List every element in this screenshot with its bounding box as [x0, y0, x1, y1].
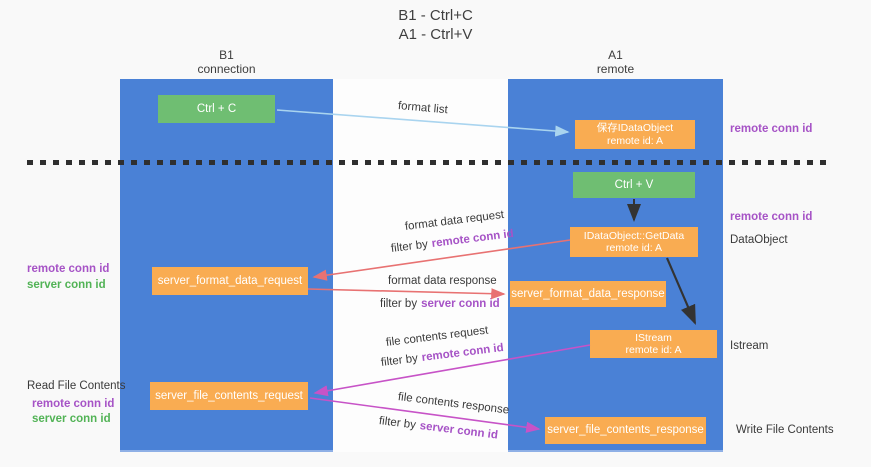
server-file-contents-response-box: server_file_contents_response: [545, 417, 706, 444]
lane-header-a1: A1 remote: [508, 48, 723, 76]
istream-side-label: Istream: [730, 340, 769, 352]
getdata-line2: remote id: A: [605, 242, 663, 254]
lane-a1-role: remote: [596, 62, 635, 76]
format-data-response-label: format data response: [388, 275, 497, 287]
server-format-data-request-box: server_format_data_request: [152, 267, 308, 295]
server-file-contents-response-label: server_file_contents_response: [547, 424, 704, 436]
lane-b1-role: connection: [197, 62, 256, 76]
idataobject-getdata-box: IDataObject::GetData remote id: A: [570, 227, 698, 257]
read-file-contents-label: Read File Contents: [27, 380, 126, 392]
filter-by-text-2: filter by: [380, 298, 418, 310]
right-remote-conn-id-top: remote conn id: [730, 123, 813, 135]
title-line-1: B1 - Ctrl+C: [398, 7, 473, 24]
save-idataobject-line2: remote id: A: [606, 134, 664, 147]
save-idataobject-box: 保存IDataObject remote id: A: [575, 120, 695, 149]
diagram-title: B1 - Ctrl+C A1 - Ctrl+V: [0, 6, 871, 44]
left-server-conn-id: server conn id: [27, 279, 106, 291]
istream-line1: IStream: [635, 331, 672, 344]
lane-b1-name: B1: [219, 48, 234, 62]
title-line-2: A1 - Ctrl+V: [398, 26, 473, 43]
ctrl-v-box: Ctrl + V: [573, 172, 695, 198]
server-file-contents-request-box: server_file_contents_request: [150, 382, 308, 410]
server-file-contents-request-label: server_file_contents_request: [155, 389, 303, 402]
ctrl-c-box: Ctrl + C: [158, 95, 275, 123]
read-remote-conn-id: remote conn id: [32, 398, 115, 410]
ctrl-c-label: Ctrl + C: [196, 102, 237, 115]
dataobject-label: DataObject: [730, 234, 788, 246]
istream-line2: remote id: A: [625, 344, 682, 356]
server-format-data-request-label: server_format_data_request: [157, 274, 303, 287]
lane-header-b1: B1 connection: [120, 48, 333, 76]
save-idataobject-line1: 保存IDataObject: [596, 122, 674, 134]
server-conn-id-filter-1: server conn id: [421, 298, 500, 310]
server-format-data-response-box: server_format_data_response: [510, 281, 666, 307]
ctrl-v-label: Ctrl + V: [614, 178, 654, 191]
read-server-conn-id: server conn id: [32, 413, 111, 425]
lane-a1-name: A1: [608, 48, 623, 62]
left-remote-conn-id: remote conn id: [27, 263, 110, 275]
istream-box: IStream remote id: A: [590, 330, 717, 358]
write-file-contents-label: Write File Contents: [736, 424, 834, 436]
server-format-data-response-label: server_format_data_response: [511, 287, 665, 300]
getdata-line1: IDataObject::GetData: [583, 229, 685, 242]
right-remote-conn-id-mid: remote conn id: [730, 211, 813, 223]
phase-separator-dashed-line: [27, 160, 832, 165]
